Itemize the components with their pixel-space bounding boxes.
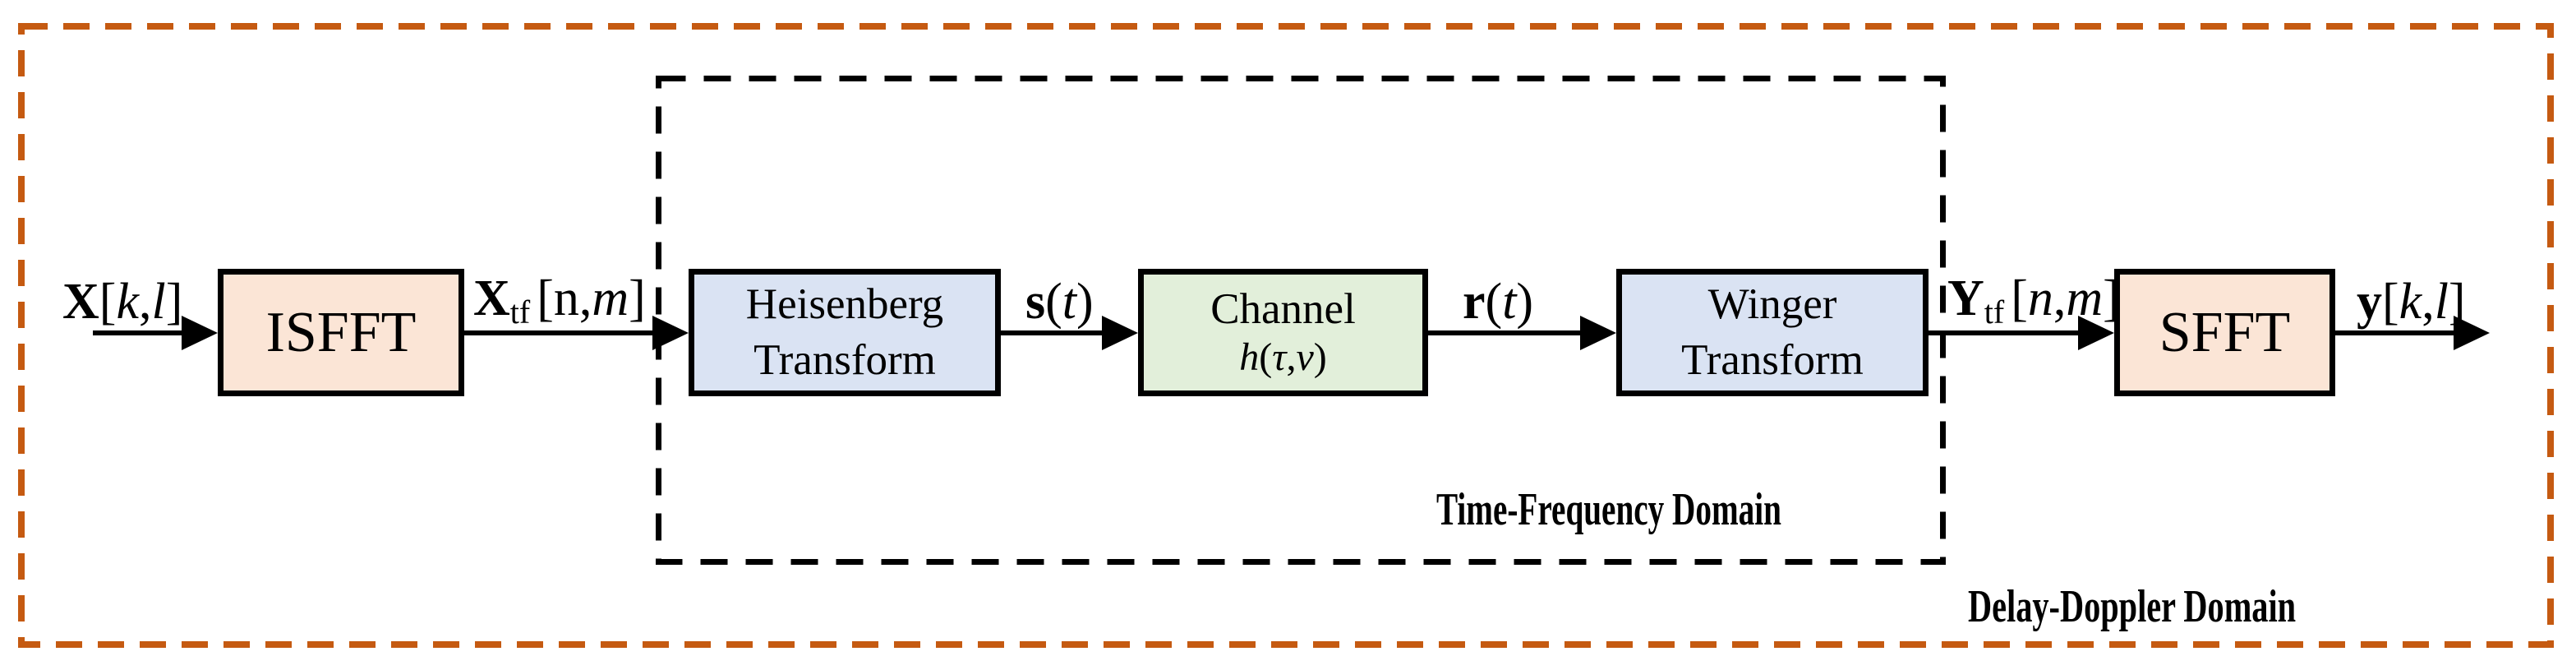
delay-doppler-domain-border [18,23,2554,648]
winger-label-line1: Winger [1707,280,1837,328]
arrow-output-head-icon [2454,316,2490,350]
signal-label-x-kl: X[k,l] [62,274,183,330]
block-isfft: ISFFT [218,269,464,396]
isfft-label: ISFFT [265,300,417,364]
time-frequency-domain-caption: Time-Frequency Domain [1436,484,1781,535]
arrow-heisenberg-to-channel-head-icon [1102,316,1138,350]
sfft-label: SFFT [2159,300,2291,364]
arrow-input-head-icon [182,316,218,350]
signal-label-s-t: s(t) [1025,274,1094,330]
time-frequency-domain-border [656,76,1946,565]
signal-label-y-tf-nm: Ytf[n,m] [1947,270,2120,330]
heisenberg-label-line2: Transform [753,335,936,384]
arrow-channel-to-winger-head-icon [1580,316,1616,350]
channel-impulse-response-formula: h(τ,ν) [1239,335,1327,380]
arrow-output-shaft [2335,330,2457,335]
delay-doppler-domain-caption: Delay-Doppler Domain [1968,581,2297,632]
block-channel: Channel h(τ,ν) [1138,269,1428,396]
arrow-isfft-to-heisenberg-shaft [464,330,656,335]
arrow-isfft-to-heisenberg-head-icon [652,316,689,350]
block-winger-transform: Winger Transform [1616,269,1929,396]
arrow-winger-to-sfft-shaft [1929,330,2081,335]
block-heisenberg-transform: Heisenberg Transform [689,269,1001,396]
arrow-heisenberg-to-channel-shaft [1001,330,1105,335]
arrow-input-shaft [93,330,185,335]
winger-label-line2: Transform [1681,335,1864,384]
signal-label-y-kl: y[k,l] [2357,274,2466,330]
block-sfft: SFFT [2114,269,2335,396]
arrow-channel-to-winger-shaft [1428,330,1583,335]
heisenberg-label-line1: Heisenberg [745,280,944,328]
signal-label-x-tf-nm: Xtf[n,m] [473,270,646,330]
signal-label-r-t: r(t) [1463,274,1534,330]
arrow-winger-to-sfft-head-icon [2078,316,2114,350]
channel-label: Channel [1210,284,1356,333]
